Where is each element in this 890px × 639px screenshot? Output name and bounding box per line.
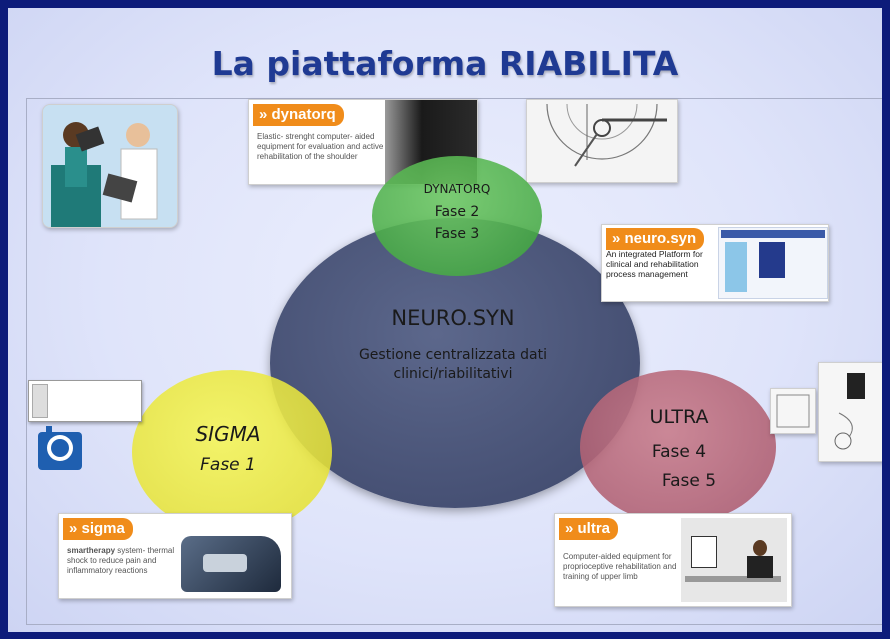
ultra-name: ULTRA — [649, 406, 709, 428]
slide: La piattaforma RIABILITA » dynatorq Elas… — [8, 8, 882, 632]
workstation-icon — [834, 373, 865, 450]
neurosyn-desc-line2: clinici/riabilitativi — [393, 366, 513, 382]
content-frame — [26, 98, 882, 625]
neurosyn-card: » neuro.syn An integrated Platform for c… — [601, 224, 829, 302]
neurosyn-screenshot — [718, 227, 828, 299]
dynatorq-phase-1: Fase 2 — [434, 204, 480, 220]
sigma-description-rest: system- thermal shock to reduce pain and… — [67, 546, 175, 575]
sigma-photo — [181, 536, 281, 592]
edc-logo — [34, 422, 86, 474]
dynatorq-circle — [372, 156, 542, 276]
neurosyn-description: An integrated Platform for clinical and … — [606, 249, 703, 279]
sigma-tag: » sigma — [63, 518, 133, 540]
doctors-illustration — [42, 104, 178, 228]
doctors-icon — [43, 105, 177, 227]
sigma-circle — [132, 370, 332, 534]
neurosyn-desc-line1: Gestione centralizzata dati — [358, 347, 548, 363]
neurosyn-tag: » neuro.syn — [606, 228, 705, 250]
shoulder-diagram — [526, 99, 678, 183]
shoulder-machine-icon — [546, 103, 667, 167]
neurosyn-name: NEURO.SYN — [391, 306, 515, 330]
ultra-photo — [681, 518, 787, 602]
dynatorq-tag: » dynatorq — [253, 104, 344, 126]
sigma-phase-1: Fase 1 — [200, 455, 256, 475]
sigma-description: smartherapy system- thermal shock to red… — [67, 546, 185, 576]
ultra-card: » ultra Computer-aided equipment for pro… — [554, 513, 792, 607]
placeholder-box — [28, 380, 142, 422]
ultra-circle — [580, 370, 776, 524]
ultra-mini-diagram — [770, 388, 816, 434]
ultra-description: Computer-aided equipment for propriocept… — [563, 552, 677, 581]
sigma-name: SIGMA — [195, 422, 261, 446]
ultra-top-diagram — [818, 362, 882, 462]
ultra-tag: » ultra — [559, 518, 619, 540]
slide-title: La piattaforma RIABILITA — [211, 44, 679, 83]
dynatorq-name: DYNATORQ — [423, 182, 491, 196]
ultra-phase-1: Fase 4 — [651, 442, 707, 462]
edc-logo-icon — [38, 426, 82, 470]
dynatorq-description: Elastic- strenght computer- aided equipm… — [257, 132, 384, 161]
dynatorq-phase-2: Fase 3 — [434, 226, 480, 242]
ultra-phase-2: Fase 5 — [661, 471, 717, 491]
chair-icon — [776, 394, 810, 428]
sigma-description-bold: smartherapy — [67, 546, 116, 555]
sigma-card: » sigma smartherapy system- thermal shoc… — [58, 513, 292, 599]
